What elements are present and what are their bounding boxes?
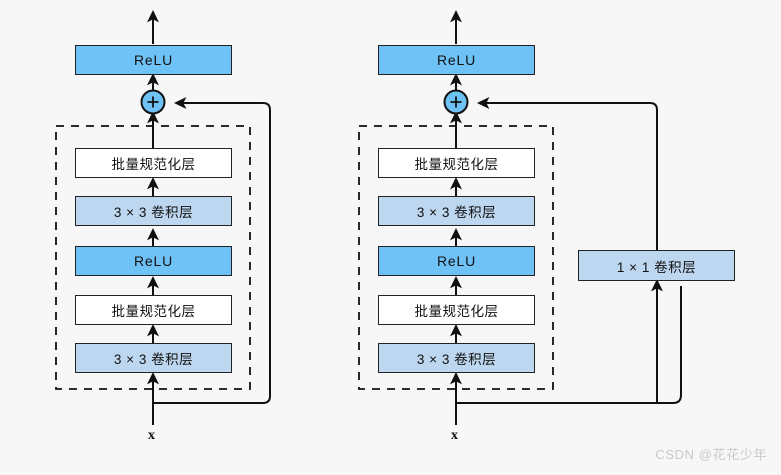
right-shortcut-upper-path [476, 97, 658, 250]
left-shortcut-path [153, 97, 271, 404]
left-batchnorm-box-1[interactable]: 批量规范化层 [75, 295, 232, 325]
right-output-relu-box[interactable]: ReLU [378, 45, 535, 75]
right-plus-glyph [450, 96, 462, 108]
right-conv3x3-box-2[interactable]: 3 × 3 卷积层 [378, 196, 535, 226]
right-inner-relu-box[interactable]: ReLU [378, 246, 535, 276]
left-conv3x3-box-2[interactable]: 3 × 3 卷积层 [75, 196, 232, 226]
right-shortcut-lower-path [456, 286, 682, 404]
right-conv3x3-box-1[interactable]: 3 × 3 卷积层 [378, 343, 535, 373]
left-batchnorm-box-2[interactable]: 批量规范化层 [75, 148, 232, 178]
right-batchnorm-box-2[interactable]: 批量规范化层 [378, 148, 535, 178]
left-inner-relu-box[interactable]: ReLU [75, 246, 232, 276]
right-shortcut-conv1x1-box[interactable]: 1 × 1 卷积层 [578, 250, 735, 281]
left-output-relu-box[interactable]: ReLU [75, 45, 232, 75]
left-plus-glyph [147, 96, 159, 108]
left-conv3x3-box-1[interactable]: 3 × 3 卷积层 [75, 343, 232, 373]
right-batchnorm-box-1[interactable]: 批量规范化层 [378, 295, 535, 325]
right-input-label: x [451, 428, 458, 443]
watermark-text: CSDN @花花少年 [655, 447, 767, 462]
left-input-label: x [148, 428, 155, 443]
